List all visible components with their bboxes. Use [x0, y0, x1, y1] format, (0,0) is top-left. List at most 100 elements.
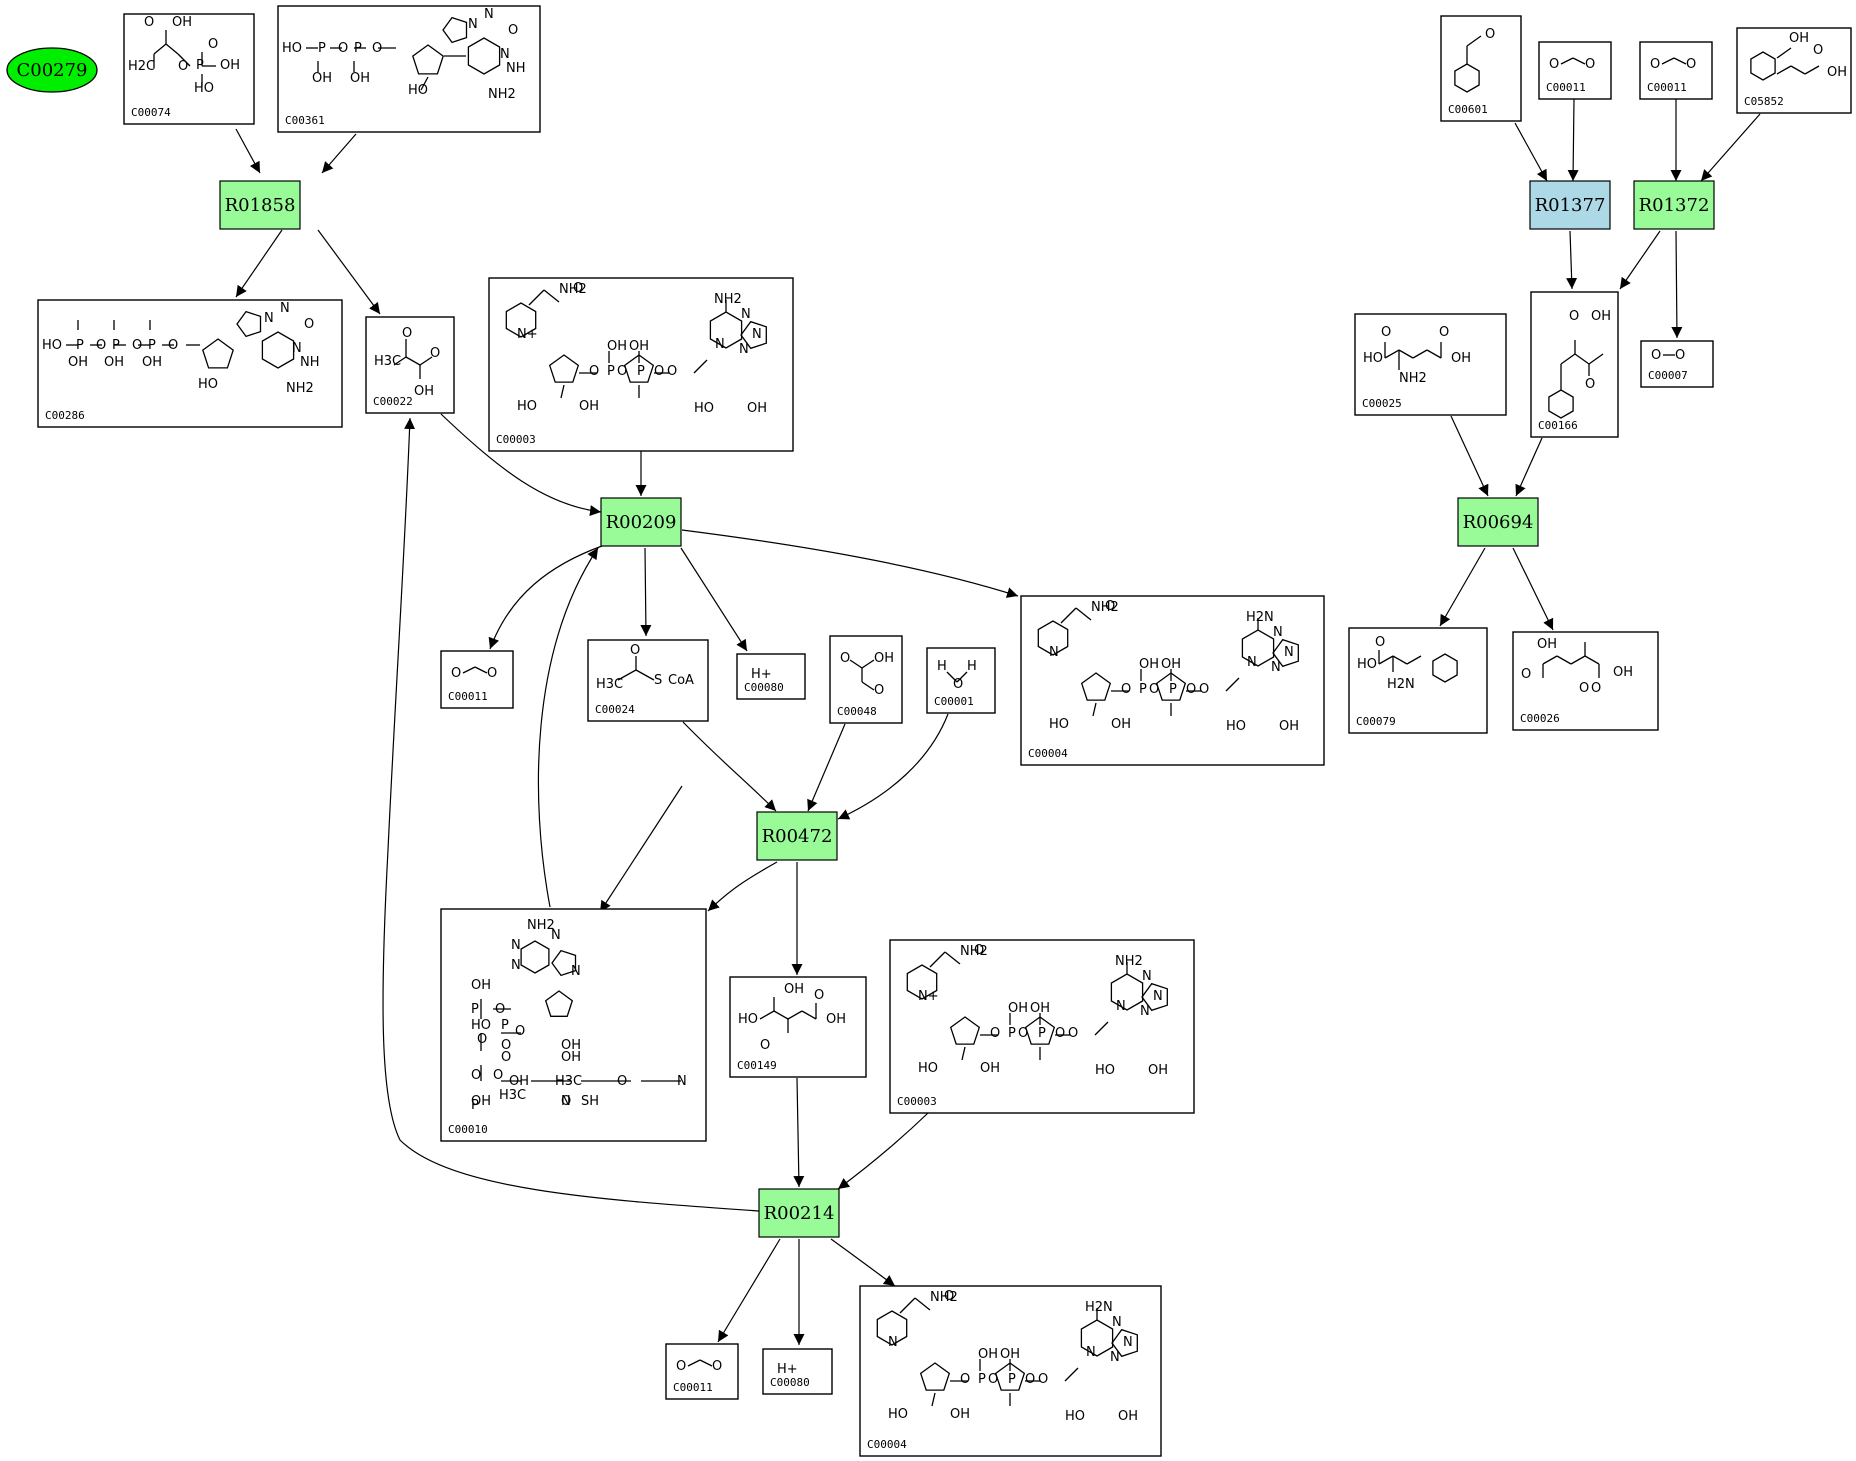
- ring-4: [740, 320, 767, 350]
- atom-label: HO: [888, 1407, 908, 1422]
- atom-label: N: [741, 307, 751, 322]
- reaction-label: R00694: [1463, 512, 1534, 533]
- bond-6: [1064, 1367, 1079, 1382]
- compound-box: [440, 650, 514, 709]
- atom-label: O: [1813, 43, 1823, 58]
- atom-label: OH: [980, 1061, 1000, 1076]
- atom-label: N: [264, 311, 274, 326]
- ring-2: [1024, 1016, 1056, 1045]
- edge-arrow-6: [488, 545, 603, 650]
- atom-label: N: [715, 337, 725, 352]
- atom-label: H2N: [1085, 1300, 1113, 1315]
- reaction-node-r00209[interactable]: R00209: [600, 497, 682, 547]
- edge-arrow-12: [682, 721, 777, 812]
- bond-0: [1378, 655, 1394, 665]
- atom-label: P: [354, 41, 362, 56]
- ring-1: [261, 331, 295, 369]
- atom-label: O: [372, 41, 382, 56]
- bond-1: [165, 43, 179, 55]
- compound-id: C00001: [934, 695, 974, 708]
- compound-box: [1736, 27, 1852, 114]
- reaction-label: R00472: [762, 826, 833, 847]
- compound-node-c00080[interactable]: H+C00080: [762, 1348, 833, 1395]
- atom-label: N: [500, 47, 510, 62]
- atom-label: H3C: [499, 1088, 526, 1103]
- atom-label: OH: [978, 1347, 998, 1362]
- edge-arrow-31: [1515, 437, 1543, 497]
- atom-label: O: [1650, 57, 1660, 72]
- bond-3: [861, 681, 875, 691]
- compound-node-c00080[interactable]: H+C00080: [736, 653, 806, 700]
- atom-label: O: [561, 1094, 571, 1109]
- atom-label: N: [1273, 625, 1283, 640]
- atom-label: HO: [282, 41, 302, 56]
- legend-compound-ellipse[interactable]: C00279: [6, 47, 98, 93]
- atom-label: O: [208, 37, 218, 52]
- atom-label: O: [1149, 682, 1159, 697]
- compound-id: C00149: [737, 1059, 777, 1072]
- atom-label: OH: [826, 1012, 846, 1027]
- reaction-node-r00472[interactable]: R00472: [756, 811, 838, 861]
- compound-box: [1640, 340, 1714, 388]
- reaction-box: [1457, 497, 1539, 547]
- atom-label: O: [1591, 681, 1601, 696]
- edge-arrow-30: [1450, 415, 1489, 497]
- reaction-node-r01377[interactable]: R01377: [1529, 180, 1611, 230]
- ring-3: [1080, 1319, 1114, 1357]
- atom-label: O: [515, 1024, 525, 1039]
- compound-id: C00074: [131, 106, 171, 119]
- compound-id: C00024: [595, 703, 635, 716]
- compound-box: [1440, 15, 1522, 122]
- edge-arrow-26: [1700, 113, 1761, 182]
- reaction-node-r00214[interactable]: R00214: [758, 1188, 840, 1238]
- reaction-node-r00694[interactable]: R00694: [1457, 497, 1539, 547]
- compound-id: C00011: [1546, 81, 1586, 94]
- atom-label: H: [937, 659, 947, 674]
- atom-label: HO: [408, 83, 428, 98]
- edge-arrow-18: [837, 1112, 929, 1190]
- reaction-box: [219, 180, 301, 230]
- atom-label: O: [338, 41, 348, 56]
- atom-label: N: [484, 7, 494, 22]
- reaction-node-r01372[interactable]: R01372: [1633, 180, 1715, 230]
- atom-label: P: [607, 364, 615, 379]
- atom-label: O: [430, 346, 440, 361]
- atom-label: O: [1025, 1372, 1035, 1387]
- bond-2: [961, 1046, 966, 1061]
- atom-label: N: [551, 928, 561, 943]
- edge-arrow-4: [440, 413, 602, 517]
- bond-2: [1570, 655, 1586, 665]
- compound-box: [440, 908, 707, 1142]
- ring-0: [1548, 389, 1574, 419]
- ring-0: [1454, 63, 1480, 93]
- atom-label: OH: [350, 71, 370, 86]
- reaction-node-r01858[interactable]: R01858: [219, 180, 301, 230]
